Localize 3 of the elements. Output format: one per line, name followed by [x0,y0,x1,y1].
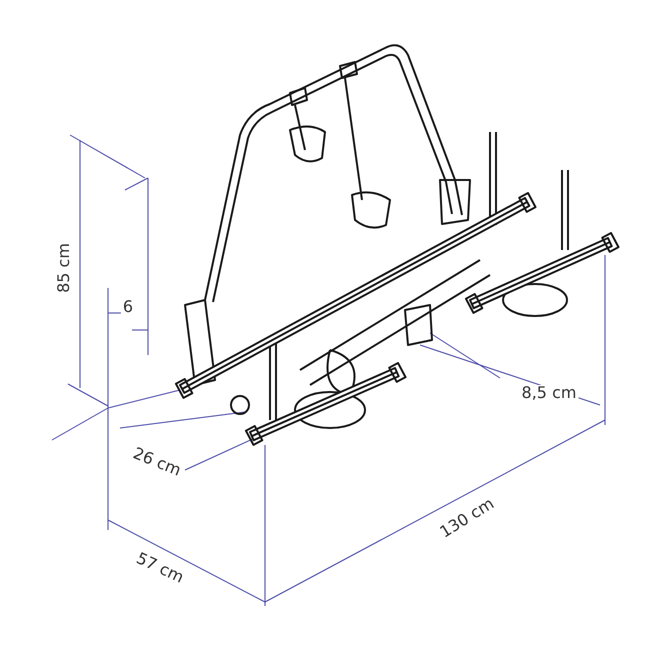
dimension-label: 6 [120,299,136,315]
dimension-label: 85 cm [56,241,72,295]
dimension-label: 8,5 cm [520,385,578,401]
